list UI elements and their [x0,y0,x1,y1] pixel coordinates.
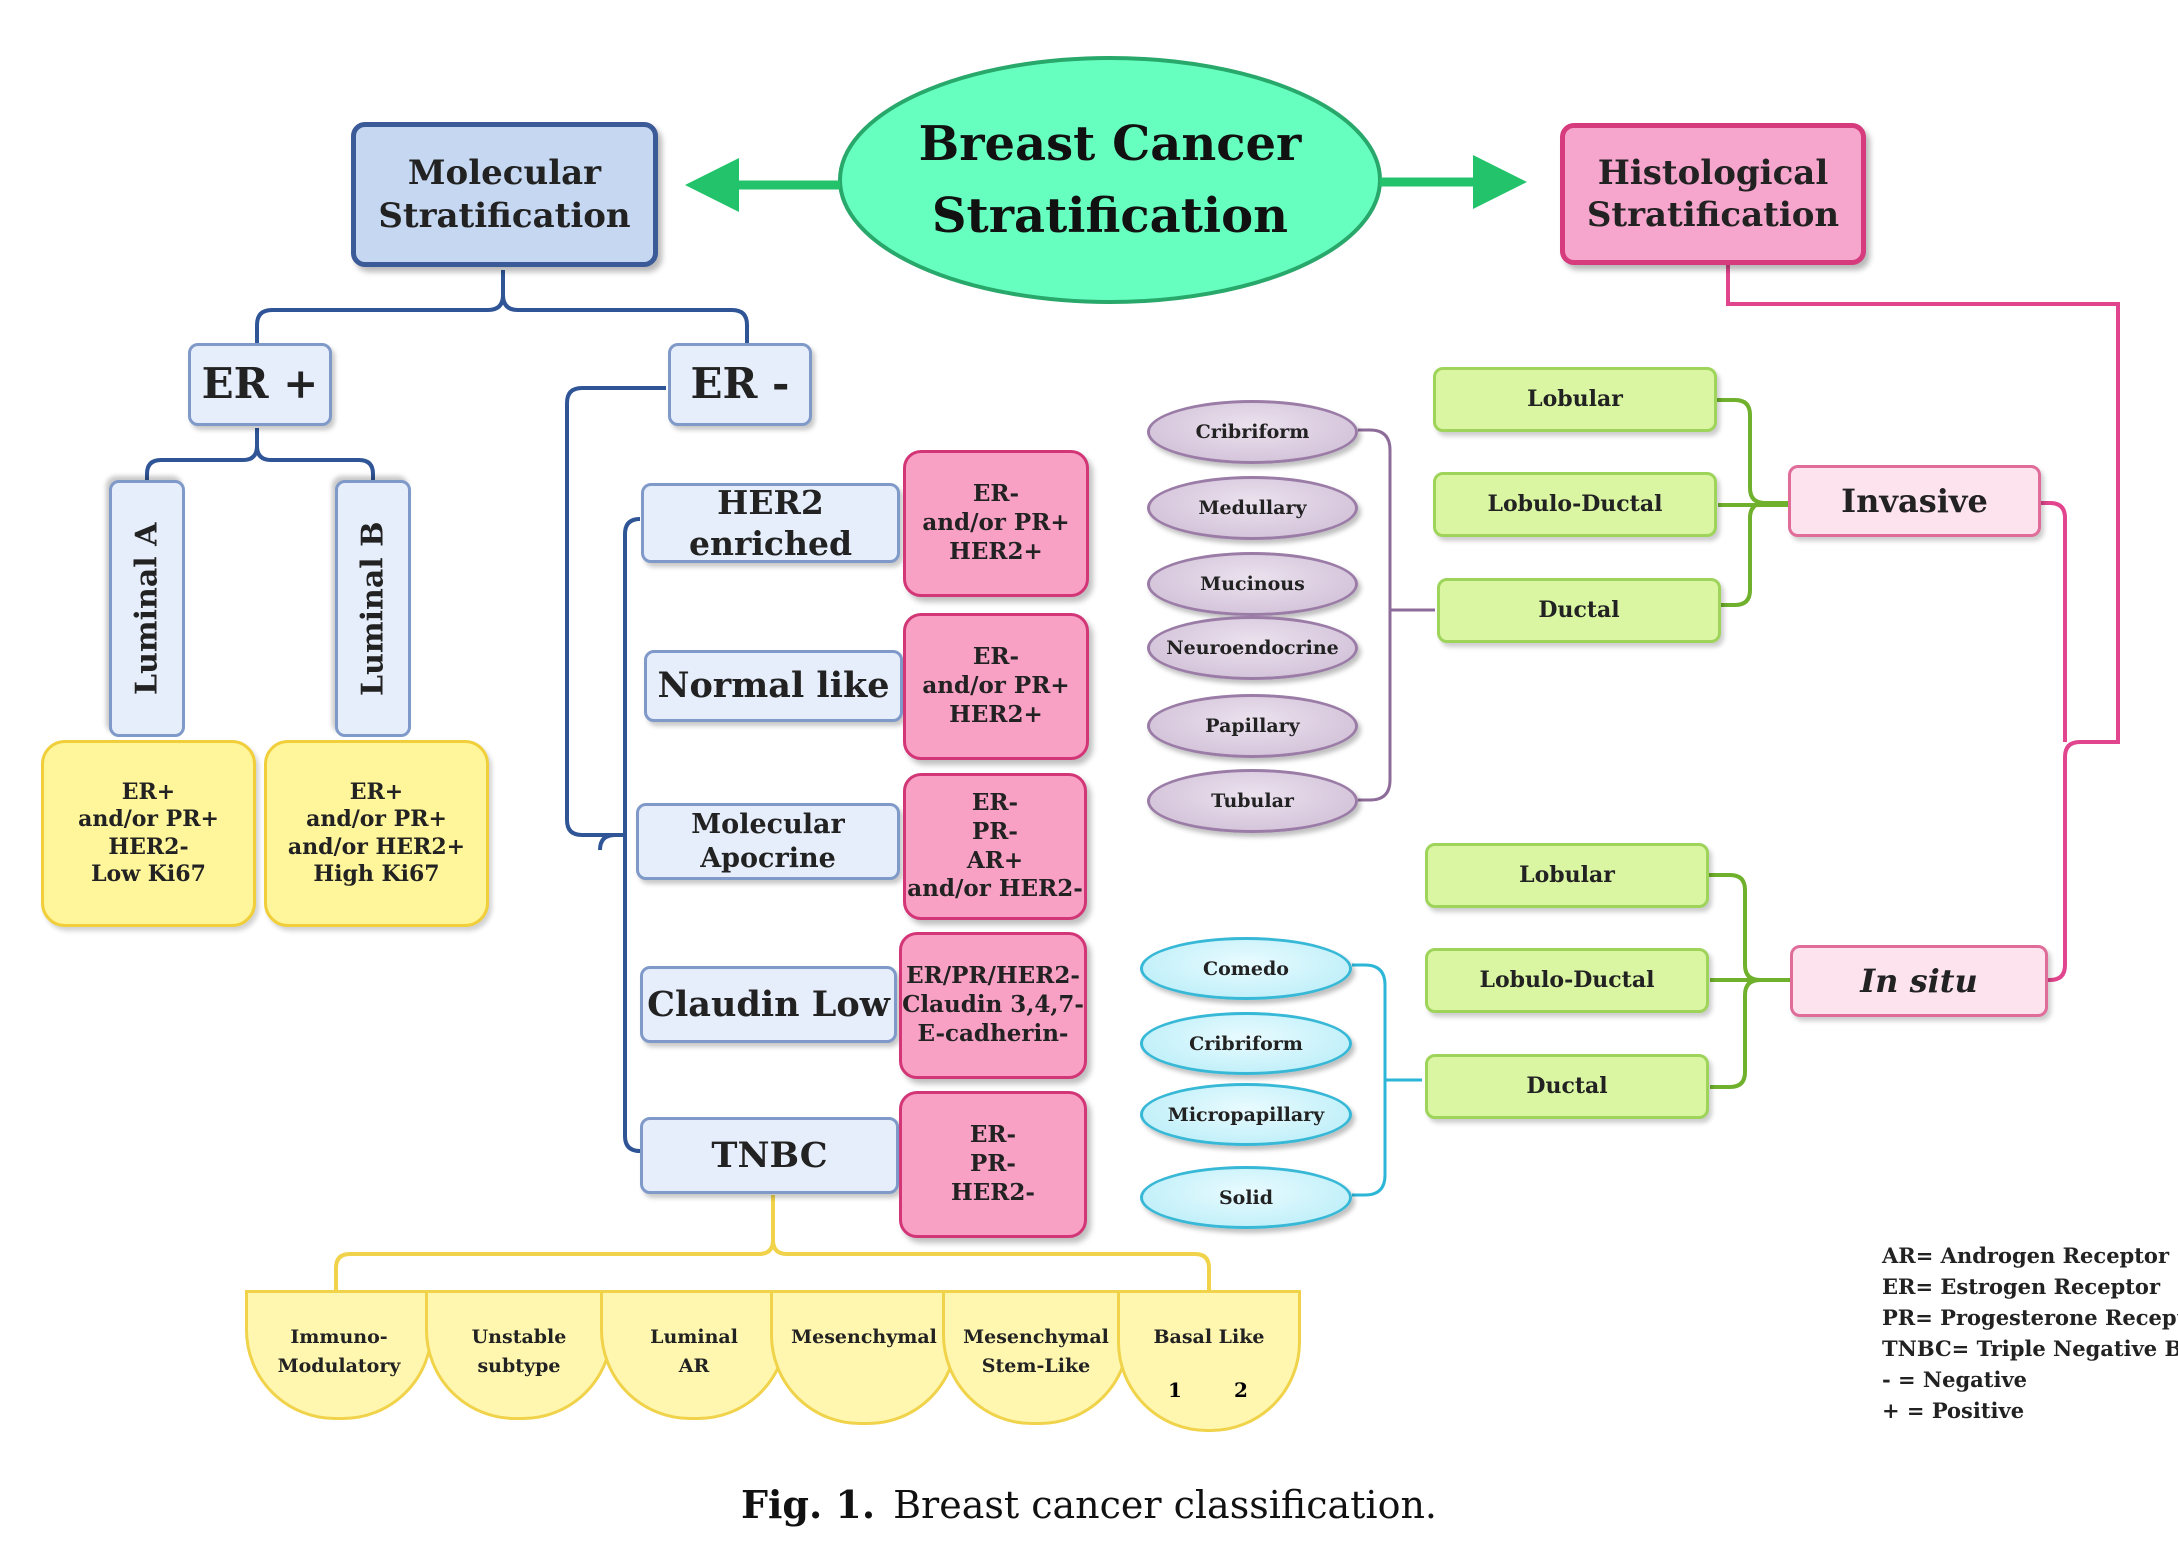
figure-caption: Fig. 1. Breast cancer classification. [0,1482,2178,1527]
tnbc-branch-line [334,1195,1211,1290]
in-situ-box: In situ [1790,945,2048,1017]
tnbc-subtype-mesenchymal: Mesenchymal [770,1290,958,1425]
in-situ-ductal-box: Ductal [1425,1054,1709,1119]
luminal-b-description: ER+ and/or PR+ and/or HER2+ High Ki67 [264,740,489,927]
her2-enriched-desc: ER- and/or PR+ HER2+ [903,450,1089,597]
molecular-branch-line [255,270,749,344]
molecular-apocrine-desc: ER- PR- AR+ and/or HER2- [903,773,1087,920]
in-situ-ductal-bracket-line [1352,963,1422,1197]
invasive-ductal-neuroendocrine: Neuroendocrine [1147,616,1358,680]
invasive-lobular-box: Lobular [1433,367,1717,432]
legend-item: ER= Estrogen Receptor [1882,1274,2161,1299]
histological-stratification-box: Histological Stratification [1560,123,1866,265]
legend-item: PR= Progesterone Receptor [1882,1305,2178,1330]
tnbc-box: TNBC [640,1117,899,1194]
title-node: Breast Cancer Stratification [918,116,1302,244]
invasive-ductal-box: Ductal [1437,578,1721,643]
her2-enriched-box: HER2 enriched [641,483,900,563]
caption-label: Fig. 1. [740,1482,876,1527]
in-situ-label: In situ [1860,962,1978,1000]
basal-like-number-2: 2 [1234,1378,1248,1402]
legend-item: - = Negative [1882,1367,2028,1392]
in-situ-ductal-solid: Solid [1140,1166,1352,1229]
histological-line [1726,265,2120,982]
luminal-a-description: ER+ and/or PR+ HER2- Low Ki67 [41,740,256,927]
claudin-low-desc: ER/PR/HER2- Claudin 3,4,7- E-cadherin- [899,932,1087,1079]
normal-like-box: Normal like [644,650,903,722]
in-situ-lobulo-ductal-box: Lobulo-Ductal [1425,948,1709,1013]
er-positive-box: ER + [188,343,332,426]
invasive-ductal-mucinous: Mucinous [1147,552,1358,616]
invasive-box: Invasive [1788,465,2041,537]
claudin-low-box: Claudin Low [640,966,897,1043]
invasive-ductal-medullary: Medullary [1147,476,1358,540]
in-situ-bracket-line [1707,873,1790,1089]
abbreviation-legend: AR= Androgen Receptor ER= Estrogen Recep… [1882,1240,2178,1426]
tnbc-desc: ER- PR- HER2- [899,1091,1087,1238]
in-situ-ductal-micropapillary: Micropapillary [1140,1083,1352,1146]
invasive-ductal-bracket-line [1358,428,1435,802]
legend-item: AR= Androgen Receptor [1882,1243,2170,1268]
caption-text: Breast cancer classification. [893,1483,1438,1527]
invasive-bracket-line [1717,398,1788,607]
er-neg-subtypes-line [600,517,641,1153]
er-pos-branch-line [145,428,375,480]
basal-like-label: Basal Like [1153,1326,1265,1348]
molecular-stratification-box: Molecular Stratification [351,122,658,267]
tnbc-subtype-basal-like: Basal Like [1117,1290,1301,1432]
luminal-b-box: Luminal B [335,480,411,737]
molecular-apocrine-box: Molecular Apocrine [636,803,900,880]
luminal-a-box: Luminal A [109,480,185,737]
basal-like-number-1: 1 [1168,1378,1182,1402]
in-situ-lobular-box: Lobular [1425,843,1709,908]
invasive-ductal-tubular: Tubular [1147,769,1358,833]
invasive-lobulo-ductal-box: Lobulo-Ductal [1433,472,1717,537]
in-situ-ductal-comedo: Comedo [1140,937,1352,1000]
er-neg-bracket-line [565,386,666,851]
invasive-ductal-papillary: Papillary [1147,694,1358,758]
invasive-ductal-cribriform: Cribriform [1147,400,1358,464]
legend-item: + = Positive [1882,1398,2025,1423]
legend-item: TNBC= Triple Negative BC [1882,1336,2178,1361]
in-situ-ductal-cribriform: Cribriform [1140,1012,1352,1075]
er-negative-box: ER - [668,343,812,426]
normal-like-desc: ER- and/or PR+ HER2+ [903,613,1089,760]
